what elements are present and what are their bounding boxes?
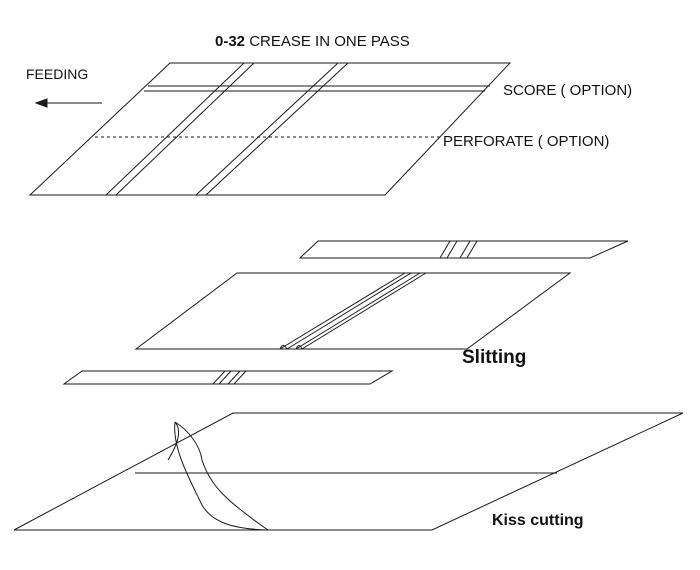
feeding-label: FEEDING (26, 66, 89, 82)
crease-sheet (30, 63, 510, 195)
feeding-arrow (36, 99, 102, 107)
crease-count: 0-32 (215, 33, 246, 50)
crease-strip-1 (106, 63, 254, 195)
title-text: CREASE IN ONE PASS (249, 33, 410, 50)
page-title: 0-32 CREASE IN ONE PASS (215, 33, 410, 50)
slit-strip-top (300, 241, 628, 258)
kiss-cutting-label: Kiss cutting (492, 512, 584, 529)
slit-strip-bottom (64, 371, 392, 384)
slit-sheet-main (136, 273, 570, 349)
crease-strip-2 (196, 63, 348, 195)
perforate-label: PERFORATE ( OPTION) (443, 133, 610, 150)
kiss-cut-sheet (14, 413, 683, 530)
score-label: SCORE ( OPTION) (503, 82, 633, 99)
slitting-label: Slitting (462, 347, 527, 368)
sheet-outline (30, 63, 510, 195)
